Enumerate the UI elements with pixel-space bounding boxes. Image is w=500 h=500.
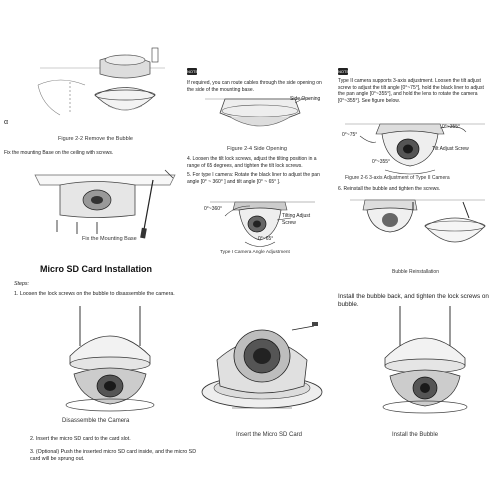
bubble-reinstall-caption: Bubble Reinstallation: [392, 269, 439, 275]
angle-75-label: 0°~75°: [342, 132, 358, 138]
mounting-base-caption: Fix the Mounting Base: [82, 236, 137, 242]
step-1-text: 1. Loosen the lock screws on the bubble …: [14, 291, 175, 297]
remove-bubble-illustration: [37, 47, 165, 116]
step-3-text: 3. (Optional) Push the inserted micro SD…: [30, 449, 197, 462]
bubble-reinstall-illustration: [350, 199, 486, 243]
left-marker: α: [4, 119, 9, 126]
figure-2-4-caption: Figure 2-4 Side Opening: [227, 146, 287, 152]
step-5-text: 5. For type I camera: Rotate the black l…: [187, 172, 320, 185]
steps-label: Steps:: [14, 281, 30, 287]
install-bubble-caption: Install the Bubble: [392, 432, 439, 438]
disassemble-caption: Disassemble the Camera: [62, 418, 130, 424]
side-opening-illustration: [205, 97, 310, 127]
angle-355-bottom-label: 0°~355°: [372, 159, 391, 165]
insert-sd-caption: Insert the Micro SD Card: [236, 432, 303, 438]
mounting-base-illustration: [34, 169, 176, 239]
angle-355-top-label: 0°~355°: [442, 124, 461, 130]
figure-2-6-caption: Figure 2-6 3-axis Adjustment of Type II …: [345, 175, 450, 181]
step-4-text: 4. Loosen the tilt lock screws, adjust t…: [187, 156, 317, 169]
step-6-text: 6. Reinstall the bubble and tighten the …: [338, 186, 441, 192]
tilt-range-label: 0°~65°: [258, 236, 274, 242]
type-1-angle-illustration: [210, 201, 315, 247]
note-icon: NOTE: [338, 68, 350, 75]
figure-2-2-caption: Figure 2-2 Remove the Bubble: [58, 136, 133, 142]
install-bubble-illustration: [382, 306, 468, 414]
tilting-adjust-label: Tilting Adjust Screw: [282, 213, 311, 226]
disassemble-illustration: [65, 306, 155, 412]
three-axis-illustration: [345, 123, 485, 175]
micro-sd-title: Micro SD Card Installation: [40, 264, 153, 274]
type-2-note: Type II camera supports 3-axis adjustmen…: [338, 78, 484, 104]
side-opening-label: Side Opening: [290, 96, 321, 102]
step-fix-base-text: Fix the mounting Base on the ceiling wit…: [4, 150, 114, 156]
pan-range-label: 0°~360°: [204, 206, 223, 212]
step-2-text: 2. Insert the micro SD card to the card …: [30, 436, 131, 442]
install-back-text: Install the bubble back, and tighten the…: [338, 293, 489, 308]
type-1-caption: Type I Camera Angle Adjustment: [220, 250, 290, 255]
insert-sd-illustration: [201, 322, 323, 409]
note-icon: NOTE: [187, 68, 199, 75]
side-opening-note: If required, you can route cables throug…: [187, 80, 322, 93]
tilt-adjust-label: Tilt Adjust Screw: [432, 146, 469, 152]
